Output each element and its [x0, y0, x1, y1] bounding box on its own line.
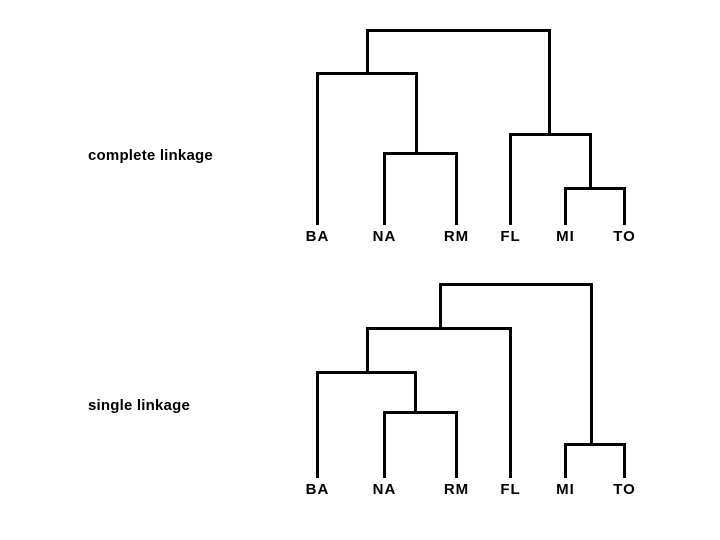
dendrogram-vertical-segment — [564, 187, 567, 225]
dendrogram-horizontal-segment — [564, 187, 626, 190]
leaf-label-mi: MI — [556, 481, 575, 498]
dendrogram-horizontal-segment — [564, 443, 626, 446]
dendrogram-horizontal-segment — [509, 133, 592, 136]
dendrogram-vertical-segment — [509, 133, 512, 225]
dendrogram-vertical-segment — [316, 72, 319, 225]
leaf-label-to: TO — [613, 481, 636, 498]
leaf-label-ba: BA — [305, 228, 330, 245]
dendrogram-vertical-segment — [623, 443, 626, 478]
leaf-label-na: NA — [372, 228, 397, 245]
leaf-label-rm: RM — [443, 481, 470, 498]
dendrogram-vertical-segment — [415, 72, 418, 155]
dendrogram-vertical-segment — [414, 371, 417, 414]
dendrogram-horizontal-segment — [366, 29, 551, 32]
dendrogram-vertical-segment — [589, 133, 592, 190]
dendrogram-horizontal-segment — [316, 371, 417, 374]
dendrogram-vertical-segment — [548, 29, 551, 136]
dendrogram-vertical-segment — [623, 187, 626, 225]
dendrogram-vertical-segment — [590, 283, 593, 446]
leaf-label-na: NA — [372, 481, 397, 498]
dendrogram-horizontal-segment — [383, 411, 458, 414]
dendrogram-horizontal-segment — [439, 283, 593, 286]
leaf-label-ba: BA — [305, 481, 330, 498]
dendrogram-horizontal-segment — [366, 327, 512, 330]
dendrogram-vertical-segment — [383, 411, 386, 478]
leaf-label-fl: FL — [500, 481, 521, 498]
leaf-label-to: TO — [613, 228, 636, 245]
dendrogram-vertical-segment — [366, 327, 369, 374]
dendrogram-horizontal-segment — [383, 152, 458, 155]
dendrogram-vertical-segment — [509, 327, 512, 478]
dendrogram-vertical-segment — [366, 29, 369, 75]
single-linkage-title: single linkage — [88, 397, 190, 414]
dendrogram-vertical-segment — [383, 152, 386, 225]
dendrogram-horizontal-segment — [316, 72, 418, 75]
dendrogram-vertical-segment — [439, 283, 442, 330]
leaf-label-rm: RM — [443, 228, 470, 245]
dendrogram-vertical-segment — [316, 371, 319, 478]
complete-linkage-title: complete linkage — [88, 147, 213, 164]
leaf-label-mi: MI — [556, 228, 575, 245]
dendrogram-vertical-segment — [455, 411, 458, 478]
dendrogram-vertical-segment — [455, 152, 458, 225]
leaf-label-fl: FL — [500, 228, 521, 245]
dendrogram-vertical-segment — [564, 443, 567, 478]
